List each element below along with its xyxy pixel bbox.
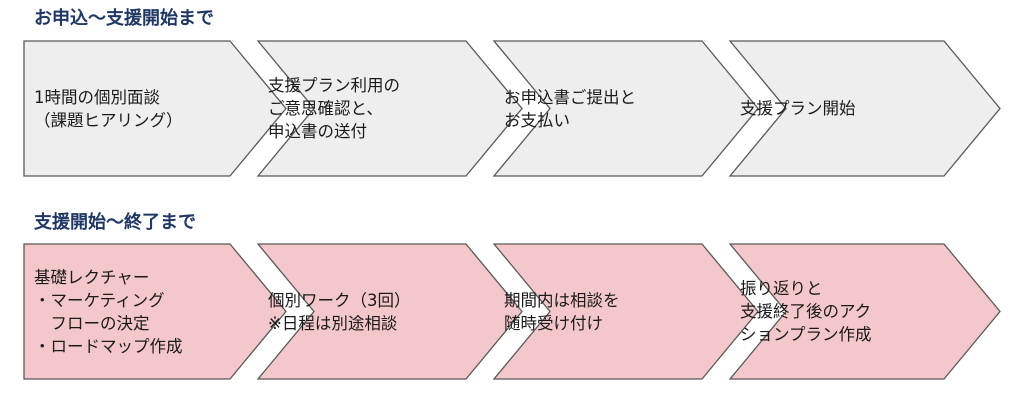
step-text: 支援プラン開始 xyxy=(740,99,856,118)
step-text: 1時間の個別面談 （課題ヒアリング） xyxy=(34,87,183,130)
step-label-3: お申込書ご提出と お支払い xyxy=(494,40,702,177)
step-label-1: 1時間の個別面談 （課題ヒアリング） xyxy=(24,40,230,177)
section-title-application: お申込〜支援開始まで xyxy=(34,8,214,29)
step-label-2: 個別ワーク（3回） ※日程は別途相談 xyxy=(258,243,466,380)
step-text: 振り返りと 支援終了後のアク ションプラン作成 xyxy=(740,279,872,344)
chevron-step-2-shape xyxy=(256,40,523,177)
step-label-2: 支援プラン利用の ご意思確認と、 申込書の送付 xyxy=(258,40,466,177)
flow-arrows-support xyxy=(23,243,1001,380)
chevron-step-3-shape xyxy=(492,40,759,177)
step-label-4: 振り返りと 支援終了後のアク ションプラン作成 xyxy=(730,243,944,380)
flow-row-application: 1時間の個別面談 （課題ヒアリング） 支援プラン利用の ご意思確認と、 申込書の… xyxy=(0,40,1024,177)
chevron-step-3-shape xyxy=(492,243,759,380)
chevron-step-4-shape xyxy=(728,40,1001,177)
step-text: 期間内は相談を 随時受け付け xyxy=(504,290,620,333)
step-label-1: 基礎レクチャー ・マーケティング フローの決定 ・ロードマップ作成 xyxy=(24,243,230,380)
flow-row-support: 基礎レクチャー ・マーケティング フローの決定 ・ロードマップ作成 個別ワーク（… xyxy=(0,243,1024,380)
step-text: 個別ワーク（3回） ※日程は別途相談 xyxy=(268,290,411,333)
chevron-step-4-shape xyxy=(728,243,1001,380)
flow-arrows-application xyxy=(23,40,1001,177)
chevron-step-1-shape xyxy=(23,40,287,177)
step-text: 支援プラン利用の ご意思確認と、 申込書の送付 xyxy=(268,76,400,141)
step-text: お申込書ご提出と お支払い xyxy=(504,87,636,130)
step-label-4: 支援プラン開始 xyxy=(730,40,944,177)
chevron-step-1-shape xyxy=(23,243,287,380)
section-title-support: 支援開始〜終了まで xyxy=(34,212,196,233)
step-text: 基礎レクチャー ・マーケティング フローの決定 ・ロードマップ作成 xyxy=(34,267,183,356)
step-label-3: 期間内は相談を 随時受け付け xyxy=(494,243,702,380)
chevron-step-2-shape xyxy=(256,243,523,380)
